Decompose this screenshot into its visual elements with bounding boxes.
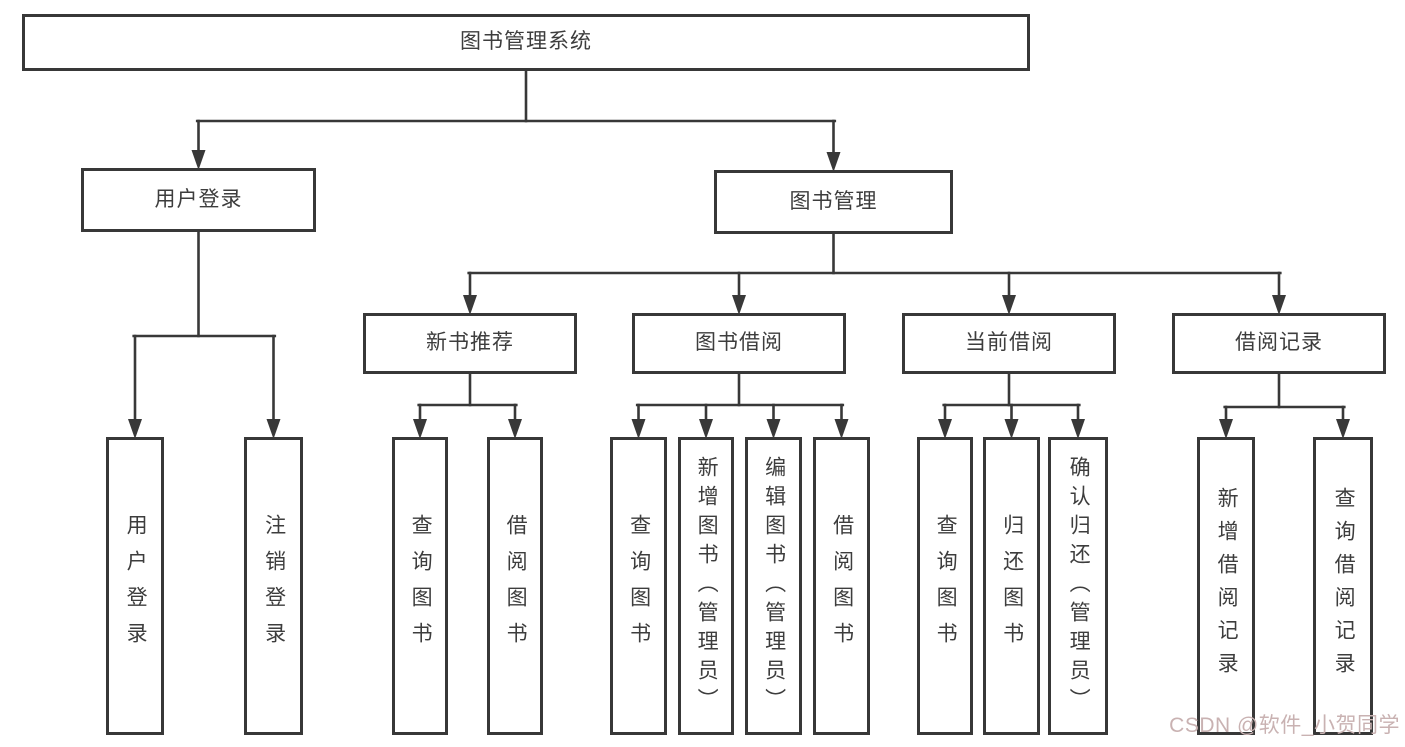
node-leaf-nb-borrow: 借阅图书 (487, 437, 543, 735)
node-leaf-cb-return: 归还图书 (983, 437, 1040, 735)
node-leaf-bb-edit: 编辑图书（管理员） (745, 437, 802, 735)
arrowhead-icon (413, 419, 427, 439)
node-book-borrow: 图书借阅 (632, 313, 846, 374)
node-user-login: 用户登录 (81, 168, 316, 232)
node-leaf-cb-confirm: 确认归还（管理员） (1048, 437, 1108, 735)
node-leaf-br-query: 查询借阅记录 (1313, 437, 1373, 735)
node-borrow-records: 借阅记录 (1172, 313, 1386, 374)
arrowhead-icon (1219, 419, 1233, 439)
arrowhead-icon (266, 419, 281, 439)
arrowhead-icon (1004, 419, 1019, 439)
node-leaf-cb-query: 查询图书 (917, 437, 973, 735)
arrowhead-icon (191, 150, 206, 170)
arrowhead-icon (834, 419, 849, 439)
node-new-book-rec: 新书推荐 (363, 313, 577, 374)
node-leaf-nb-query: 查询图书 (392, 437, 448, 735)
node-leaf-logout: 注销登录 (244, 437, 303, 735)
arrowhead-icon (938, 419, 952, 439)
node-leaf-user-login: 用户登录 (106, 437, 164, 735)
node-leaf-br-add: 新增借阅记录 (1197, 437, 1255, 735)
node-leaf-bb-add: 新增图书（管理员） (678, 437, 734, 735)
node-current-borrow: 当前借阅 (902, 313, 1116, 374)
arrowhead-icon (732, 295, 746, 315)
arrowhead-icon (508, 419, 522, 439)
arrowhead-icon (463, 295, 477, 315)
arrowhead-icon (631, 419, 646, 439)
arrowhead-icon (1002, 295, 1016, 315)
arrowhead-icon (766, 419, 781, 439)
node-root: 图书管理系统 (22, 14, 1030, 71)
node-leaf-bb-borrow: 借阅图书 (813, 437, 870, 735)
arrowhead-icon (699, 419, 713, 439)
node-book-mgmt: 图书管理 (714, 170, 953, 234)
arrowhead-icon (1336, 419, 1350, 439)
arrowhead-icon (826, 152, 841, 172)
arrowhead-icon (1272, 295, 1286, 315)
node-leaf-bb-query: 查询图书 (610, 437, 667, 735)
arrowhead-icon (128, 419, 142, 439)
arrowhead-icon (1071, 419, 1085, 439)
